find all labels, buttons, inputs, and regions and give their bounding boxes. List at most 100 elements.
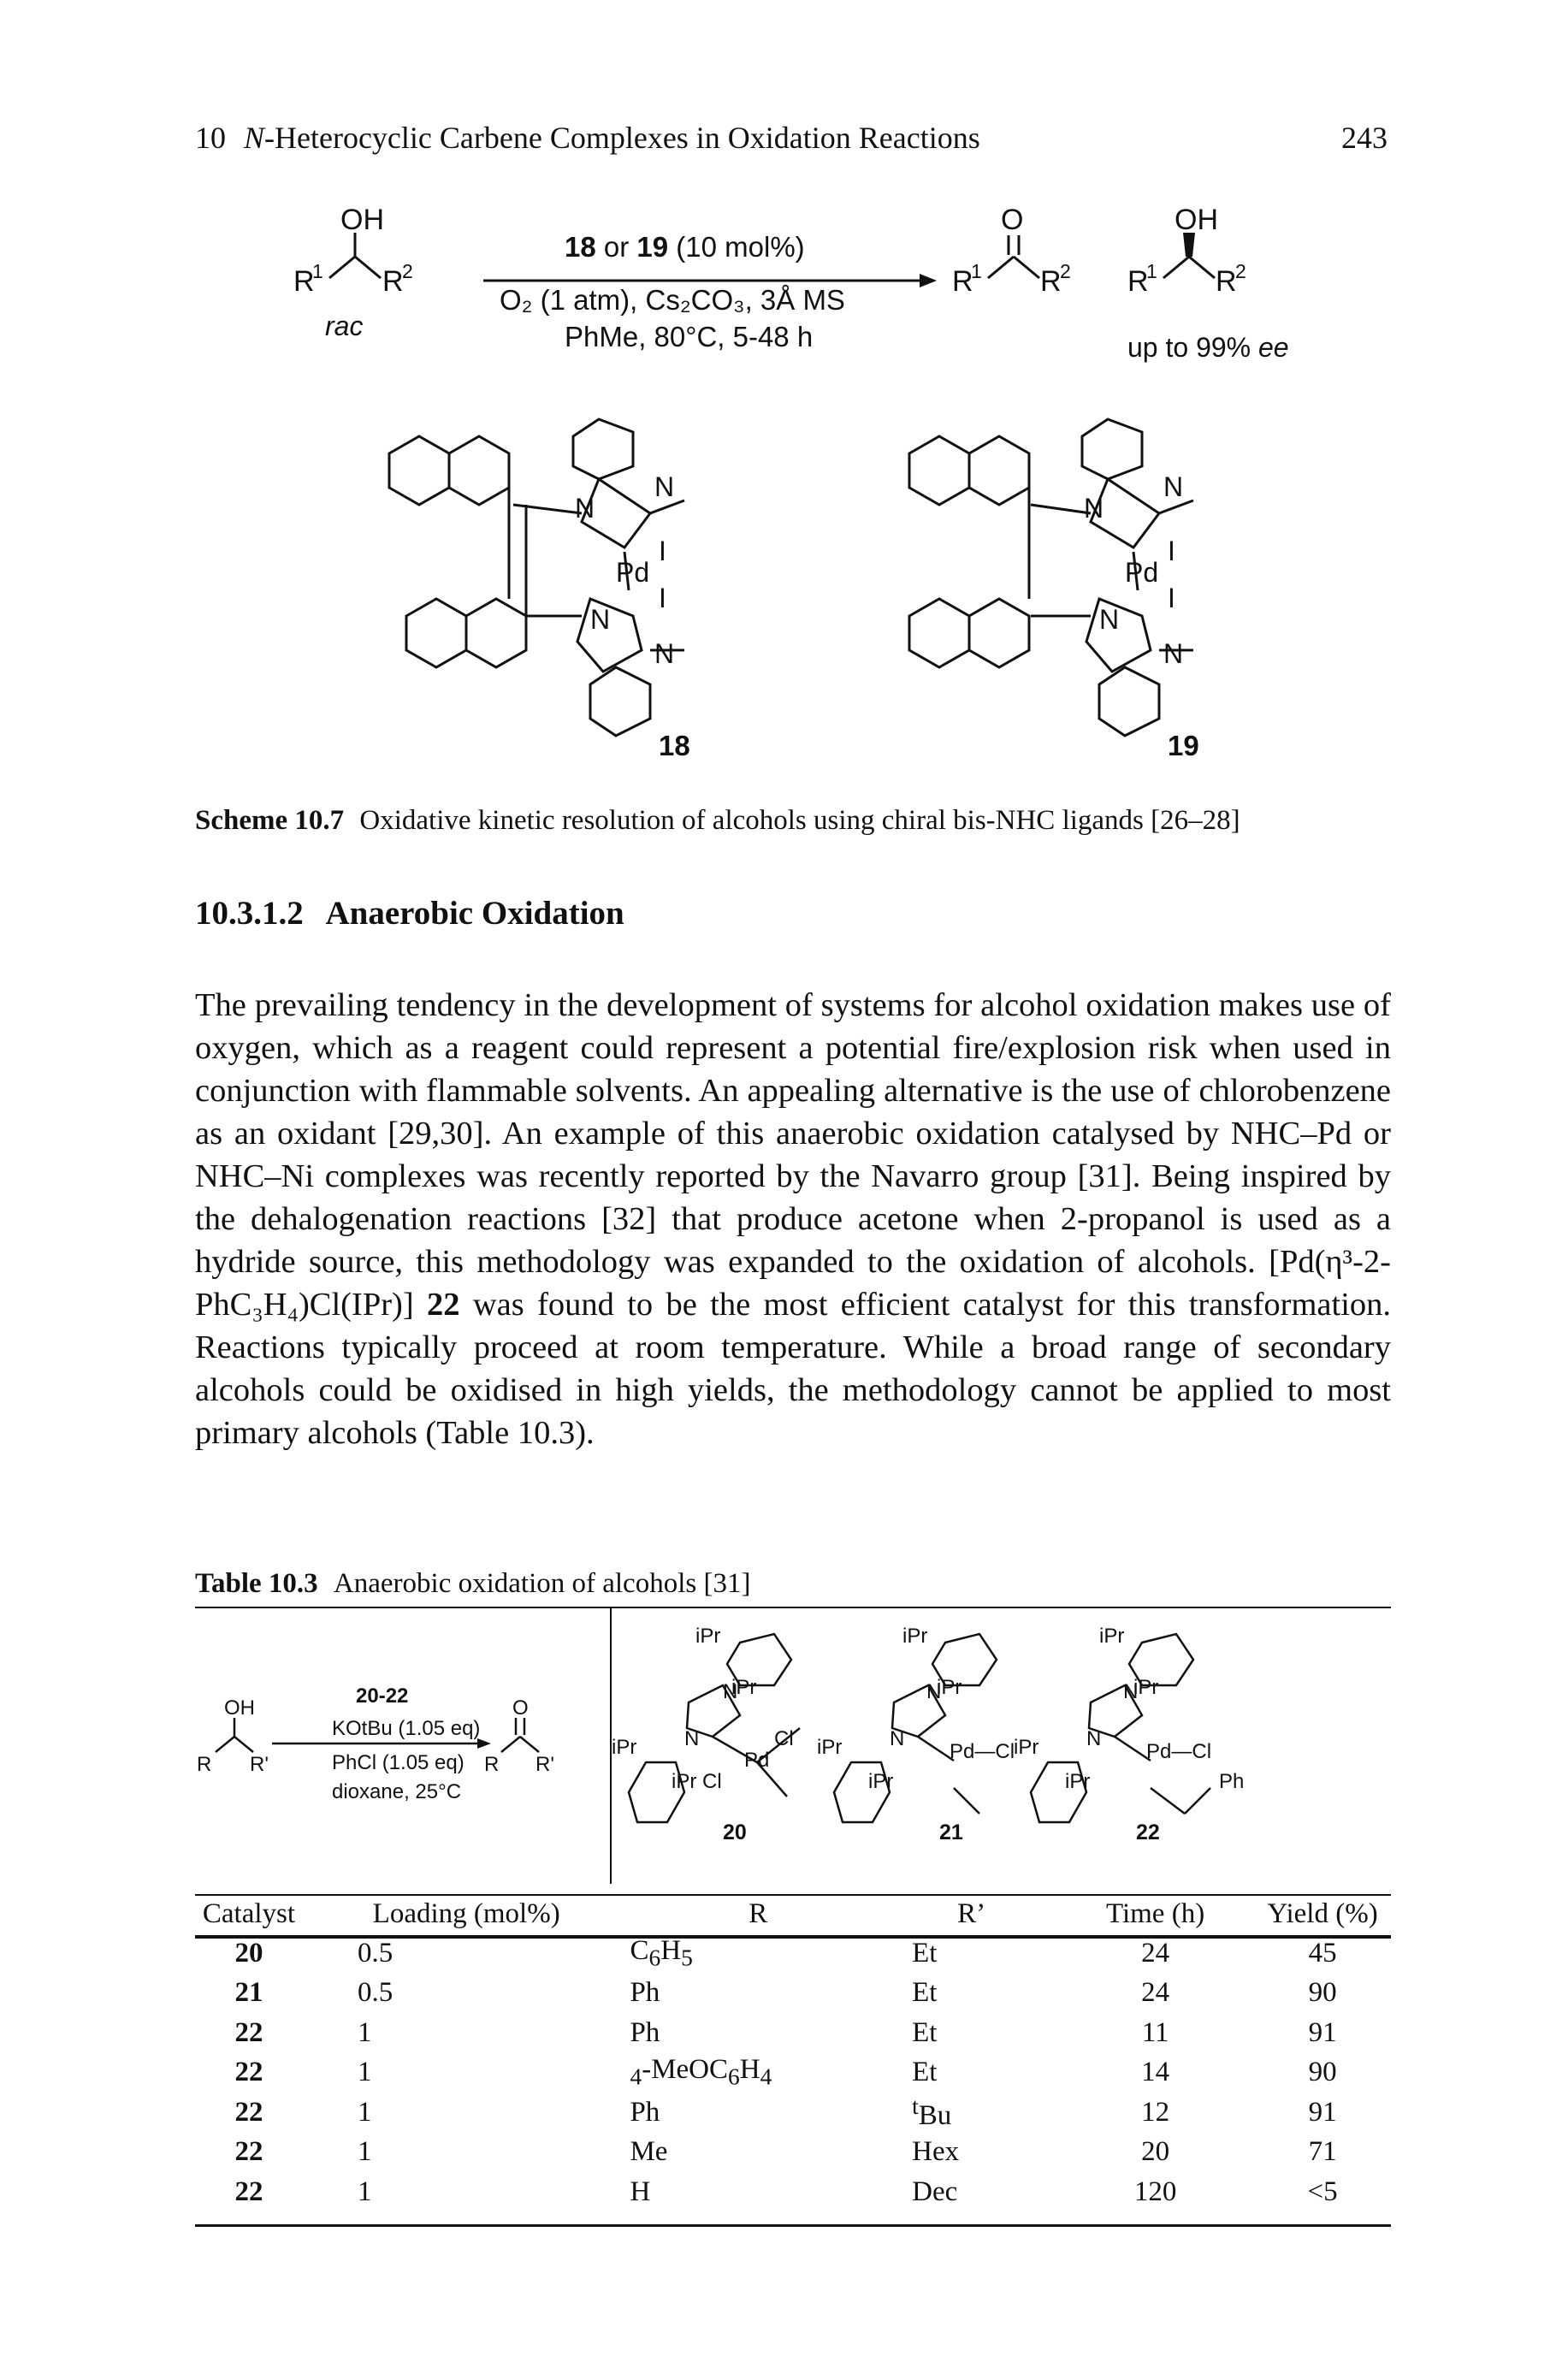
svg-text:PhCl (1.05 eq): PhCl (1.05 eq) xyxy=(332,1751,464,1774)
svg-text:N: N xyxy=(590,604,610,635)
catalyst-structures: iPr N N iPr Pd Cl iPr iPr Cl iPr N N iPr… xyxy=(612,1625,1244,1844)
svg-text:Pd—Cl: Pd—Cl xyxy=(1146,1740,1211,1763)
svg-text:2: 2 xyxy=(402,260,413,282)
table-cell: 4-MeOC6H4 xyxy=(630,2054,772,2091)
table-cell: 71 xyxy=(1308,2136,1337,2168)
catalyst-18-structure xyxy=(388,417,685,737)
svg-text:OH: OH xyxy=(1175,204,1218,236)
table-cell: Me xyxy=(630,2136,668,2168)
table-cell: 1 xyxy=(357,2096,372,2128)
table-cell: 14 xyxy=(1141,2057,1170,2088)
svg-text:N: N xyxy=(1086,1727,1101,1750)
scheme-caption-text: Oxidative kinetic resolution of alcohols… xyxy=(359,805,1240,836)
table-vertical-divider xyxy=(610,1608,612,1884)
conditions-line3: PhMe, 80°C, 5-48 h xyxy=(565,321,813,352)
ee-label: up to 99% ee xyxy=(1127,332,1289,363)
table-cell: Ph xyxy=(630,2096,660,2128)
section-number: 10.3.1.2 xyxy=(195,895,304,932)
table-cell: 45 xyxy=(1308,1937,1337,1968)
table-cell: <5 xyxy=(1307,2176,1338,2207)
table-cell: 22 xyxy=(234,2016,263,2048)
table-cell: 1 xyxy=(357,2057,372,2088)
table-caption: Table 10.3 Anaerobic oxidation of alcoho… xyxy=(195,1568,750,1600)
svg-text:I: I xyxy=(1168,583,1175,613)
scheme-oh-label-1: OH xyxy=(340,204,384,236)
svg-text:N: N xyxy=(654,638,674,669)
table-cell: 22 xyxy=(234,2136,263,2168)
compound-label-18: 18 xyxy=(659,730,690,761)
table-cell: Ph xyxy=(630,1977,660,2009)
svg-text:R': R' xyxy=(535,1753,554,1776)
svg-text:I: I xyxy=(659,536,666,566)
body-paragraph: The prevailing tendency in the developme… xyxy=(195,987,1392,1451)
catalyst-label-22: 22 xyxy=(1136,1820,1160,1844)
table-cell: tBu xyxy=(912,2093,952,2132)
table-cell: 120 xyxy=(1133,2176,1177,2207)
table-caption-label: Table 10.3 xyxy=(195,1568,318,1599)
table-cell: Et xyxy=(912,2016,938,2048)
table-cell: Dec xyxy=(912,2176,958,2207)
svg-text:20-22: 20-22 xyxy=(356,1684,408,1708)
svg-text:1: 1 xyxy=(971,260,982,282)
svg-text:2: 2 xyxy=(1235,260,1246,282)
svg-text:iPr: iPr xyxy=(695,1625,720,1648)
svg-text:OH: OH xyxy=(224,1696,255,1720)
svg-text:iPr: iPr xyxy=(1065,1770,1090,1793)
running-head-title: -Heterocyclic Carbene Complexes in Oxida… xyxy=(264,121,980,155)
svg-text:O: O xyxy=(1001,204,1023,236)
table-caption-text: Anaerobic oxidation of alcohols [31] xyxy=(333,1568,751,1599)
svg-text:R': R' xyxy=(250,1753,269,1776)
table-cell: 20 xyxy=(1141,2136,1170,2168)
svg-text:dioxane, 25°C: dioxane, 25°C xyxy=(332,1780,461,1803)
svg-text:1: 1 xyxy=(312,260,323,282)
table-cell: 12 xyxy=(1141,2096,1170,2128)
svg-text:N: N xyxy=(1099,604,1119,635)
page-number: 243 xyxy=(1341,121,1388,155)
table-cell: 90 xyxy=(1308,1977,1337,2009)
section-heading: 10.3.1.2 Anaerobic Oxidation xyxy=(195,894,624,932)
section-title: Anaerobic Oxidation xyxy=(325,895,624,932)
running-head: 10 N-Heterocyclic Carbene Complexes in O… xyxy=(195,120,980,156)
catalyst-label-20: 20 xyxy=(723,1820,747,1844)
svg-text:iPr: iPr xyxy=(731,1676,756,1699)
catalyst-19-structure xyxy=(908,417,1194,737)
svg-text:iPr: iPr xyxy=(902,1625,927,1648)
table-cell: 1 xyxy=(357,2016,372,2048)
conditions-line2: O₂ (1 atm), Cs₂CO₃, 3Å MS xyxy=(500,284,845,316)
svg-text:R: R xyxy=(1040,265,1062,298)
chapter-number: 10 xyxy=(195,121,226,155)
svg-text:R: R xyxy=(382,265,404,298)
svg-text:R: R xyxy=(197,1753,211,1776)
table-reaction-scheme: OH R R' O R R' 20-22 KOtBu (1.05 eq) PhC… xyxy=(197,1684,554,1803)
table-cell: 21 xyxy=(234,1977,263,2009)
scheme-r1-label-1: R xyxy=(293,265,315,298)
rac-label: rac xyxy=(325,311,363,341)
table-cell: Et xyxy=(912,1977,938,2009)
table-cell: 91 xyxy=(1308,2016,1337,2048)
svg-text:Pd: Pd xyxy=(744,1749,769,1772)
svg-text:I: I xyxy=(659,583,666,613)
table-cell: 20 xyxy=(234,1937,263,1968)
svg-text:O: O xyxy=(512,1696,529,1720)
svg-text:Pd: Pd xyxy=(616,557,649,588)
svg-text:2: 2 xyxy=(1060,260,1071,282)
svg-text:N: N xyxy=(1123,1680,1138,1703)
table-cell: 24 xyxy=(1141,1937,1170,1968)
table-header-top-rule xyxy=(195,1894,1391,1896)
svg-text:N: N xyxy=(1084,493,1104,524)
svg-text:Ph: Ph xyxy=(1219,1770,1244,1793)
svg-text:R: R xyxy=(1216,265,1237,298)
svg-text:N: N xyxy=(575,493,595,524)
table-cell: 24 xyxy=(1141,1977,1170,2009)
table-cell: Et xyxy=(912,1937,938,1968)
svg-text:N: N xyxy=(1163,638,1183,669)
scheme-artwork: OH R 1 R 2 O R 1 R 2 OH R 1 R 2 rac 18 o… xyxy=(293,204,1289,761)
table-cell: 1 xyxy=(357,2176,372,2207)
table-cell: C6H5 xyxy=(630,1934,693,1971)
svg-text:I: I xyxy=(1168,536,1175,566)
running-head-italic: N xyxy=(244,121,265,155)
